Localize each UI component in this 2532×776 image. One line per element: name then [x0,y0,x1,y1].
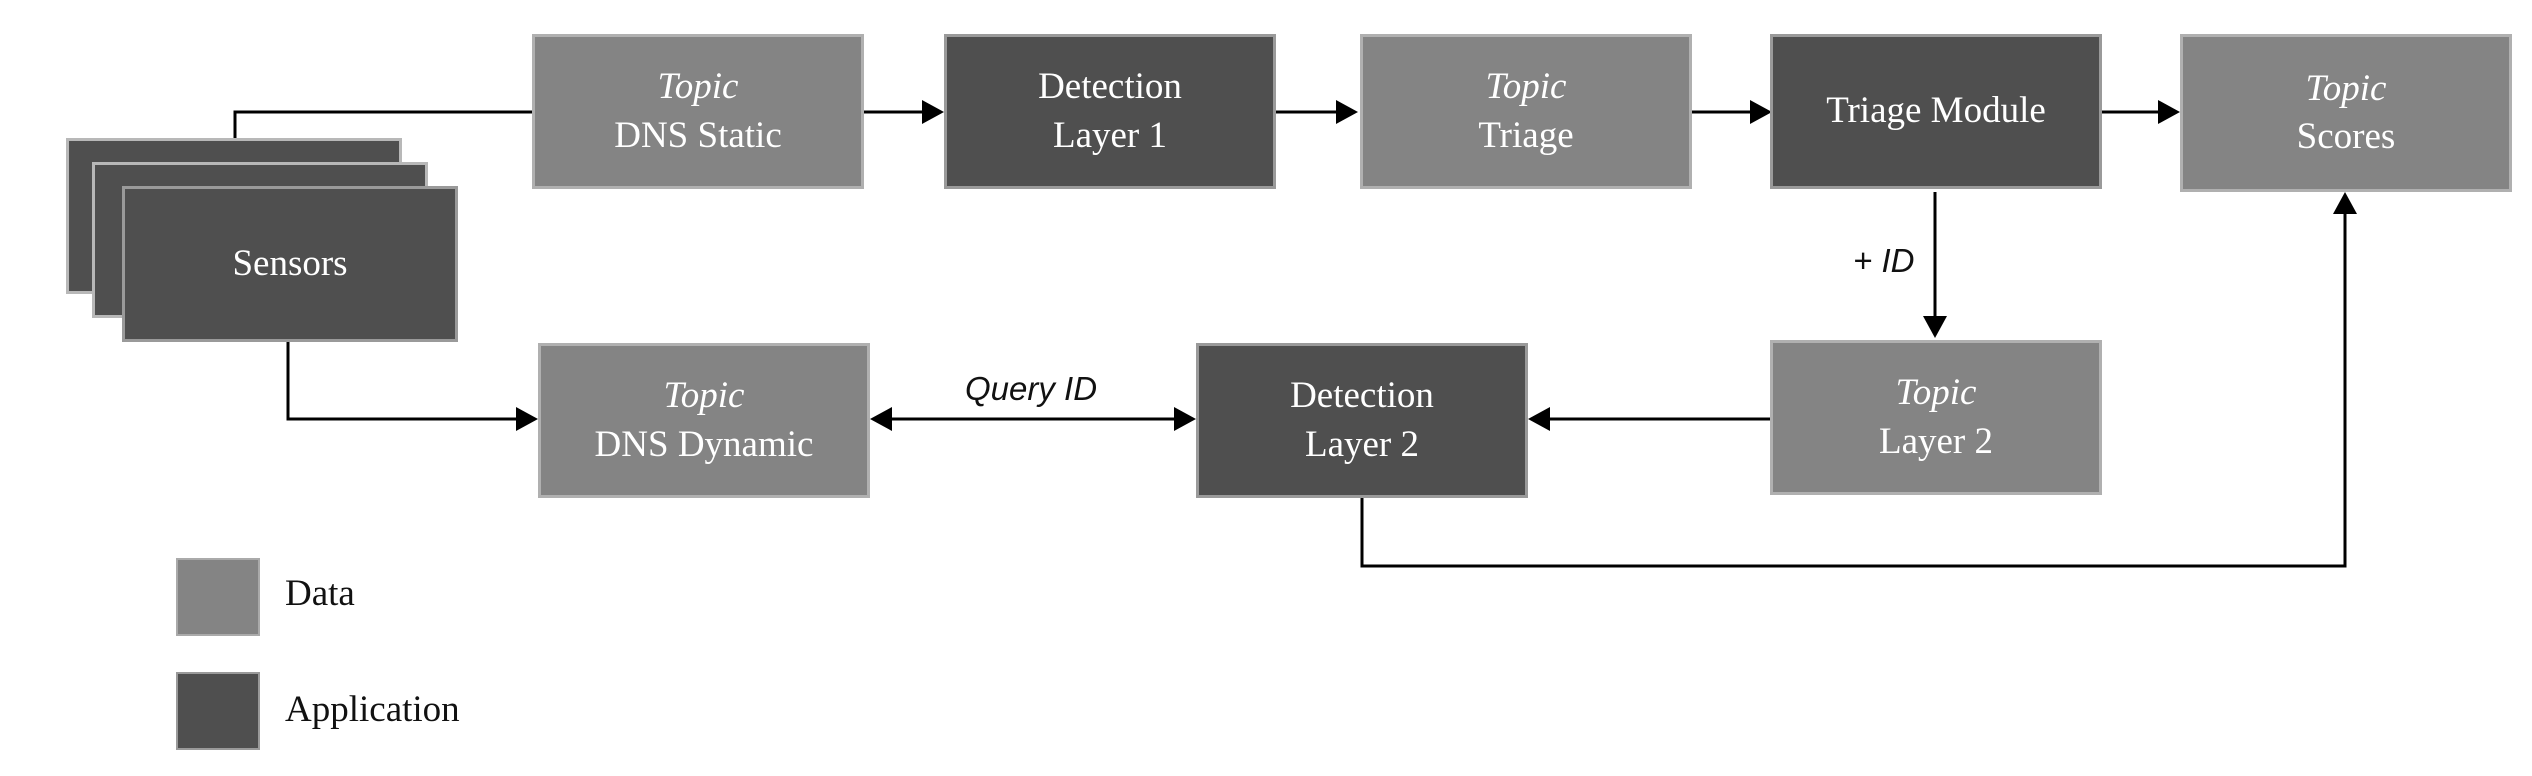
dns-dynamic-topic-label: Topic [663,375,745,417]
detection-layer-2-line1: Detection [1290,375,1434,417]
query-id-edge-label: Query ID [965,370,1098,407]
legend-application-swatch [176,672,260,750]
triage-module-node: Triage Module [1770,34,2102,189]
topic-layer-2-node: Topic Layer 2 [1770,340,2102,495]
triage-label: Triage [1478,114,1574,156]
legend-data-label: Data [285,573,355,614]
plus-id-edge-label: + ID [1853,242,1915,279]
detection-layer-1-line2: Layer 1 [1052,114,1168,156]
sensors-node: Sensors [122,186,458,342]
triage-module-label: Triage Module [1826,90,2046,132]
detection-layer-1-line1: Detection [1038,66,1182,108]
detection-layer-2-line2: Layer 2 [1304,423,1420,465]
detection-layer-2-node: Detection Layer 2 [1196,343,1528,498]
edge-sensors-to-dns-static [233,110,532,140]
layer-2-label: Layer 2 [1878,420,1994,462]
dns-static-topic-label: Topic [657,66,739,108]
legend-application-label: Application [285,689,460,730]
topic-triage-node: Topic Triage [1360,34,1692,189]
scores-label: Scores [2296,116,2396,157]
legend-data-swatch [176,558,260,636]
detection-layer-1-node: Detection Layer 1 [944,34,1276,189]
topic-scores-node: Topic Scores [2180,34,2512,192]
edge-detection-layer-2-to-scores [1360,212,2347,568]
scores-topic-label: Topic [2305,67,2387,109]
layer-2-topic-label: Topic [1895,372,1977,414]
sensors-label: Sensors [232,242,348,284]
dns-static-label: DNS Static [614,114,782,156]
topic-dns-static-node: Topic DNS Static [532,34,864,189]
dns-dynamic-label: DNS Dynamic [594,423,814,465]
topic-dns-dynamic-node: Topic DNS Dynamic [538,343,870,498]
edge-sensors-to-dns-dynamic [286,340,518,421]
triage-topic-label: Topic [1485,66,1567,108]
